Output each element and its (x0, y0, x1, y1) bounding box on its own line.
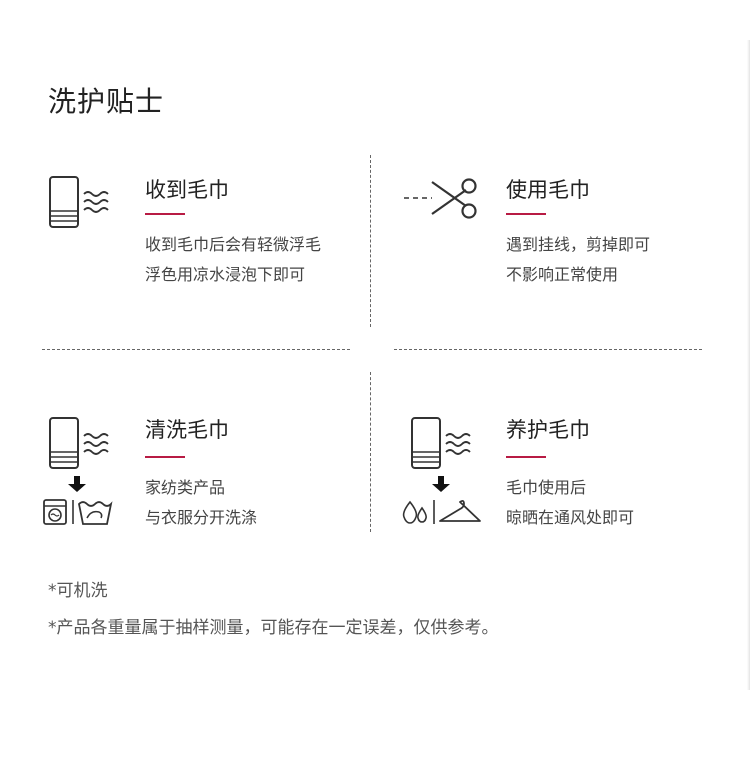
vertical-divider-bottom (370, 372, 371, 532)
towel-drying-icon (402, 417, 481, 524)
towel-washing-icon (43, 417, 113, 525)
note-machine-washable: *可机洗 (48, 581, 108, 601)
accent-line (145, 213, 185, 215)
vertical-divider-top (370, 155, 371, 327)
scissors-cut-line-icon (404, 178, 477, 219)
card-title: 收到毛巾 (145, 178, 229, 202)
card-title: 清洗毛巾 (145, 418, 229, 442)
card-text-line: 家纺类产品 (145, 478, 226, 497)
horizontal-divider-right (394, 349, 702, 350)
card-text-line: 遇到挂线，剪掉即可 (506, 235, 651, 254)
accent-line (506, 456, 546, 458)
card-text-line: 不影响正常使用 (506, 265, 619, 284)
card-text: 遇到挂线，剪掉即可 不影响正常使用 (506, 230, 650, 290)
card-title: 使用毛巾 (506, 178, 590, 202)
card-text: 收到毛巾后会有轻微浮毛 浮色用凉水浸泡下即可 (145, 230, 321, 290)
accent-line (506, 213, 546, 215)
card-text-line: 毛巾使用后 (506, 478, 587, 497)
card-text: 毛巾使用后 晾晒在通风处即可 (506, 473, 634, 533)
card-text-line: 浮色用凉水浸泡下即可 (145, 265, 306, 284)
card-title: 养护毛巾 (506, 418, 590, 442)
towel-with-waves-icon (49, 176, 109, 228)
card-text-line: 收到毛巾后会有轻微浮毛 (145, 235, 322, 254)
card-text-line: 与衣服分开洗涤 (145, 508, 258, 527)
card-text: 家纺类产品 与衣服分开洗涤 (145, 473, 257, 533)
right-edge-shadow (747, 40, 750, 690)
note-weight-disclaimer: *产品各重量属于抽样测量，可能存在一定误差，仅供参考。 (48, 618, 499, 638)
horizontal-divider-left (42, 349, 350, 350)
page-title: 洗护贴士 (48, 85, 165, 118)
card-text-line: 晾晒在通风处即可 (506, 508, 635, 527)
accent-line (145, 456, 185, 458)
